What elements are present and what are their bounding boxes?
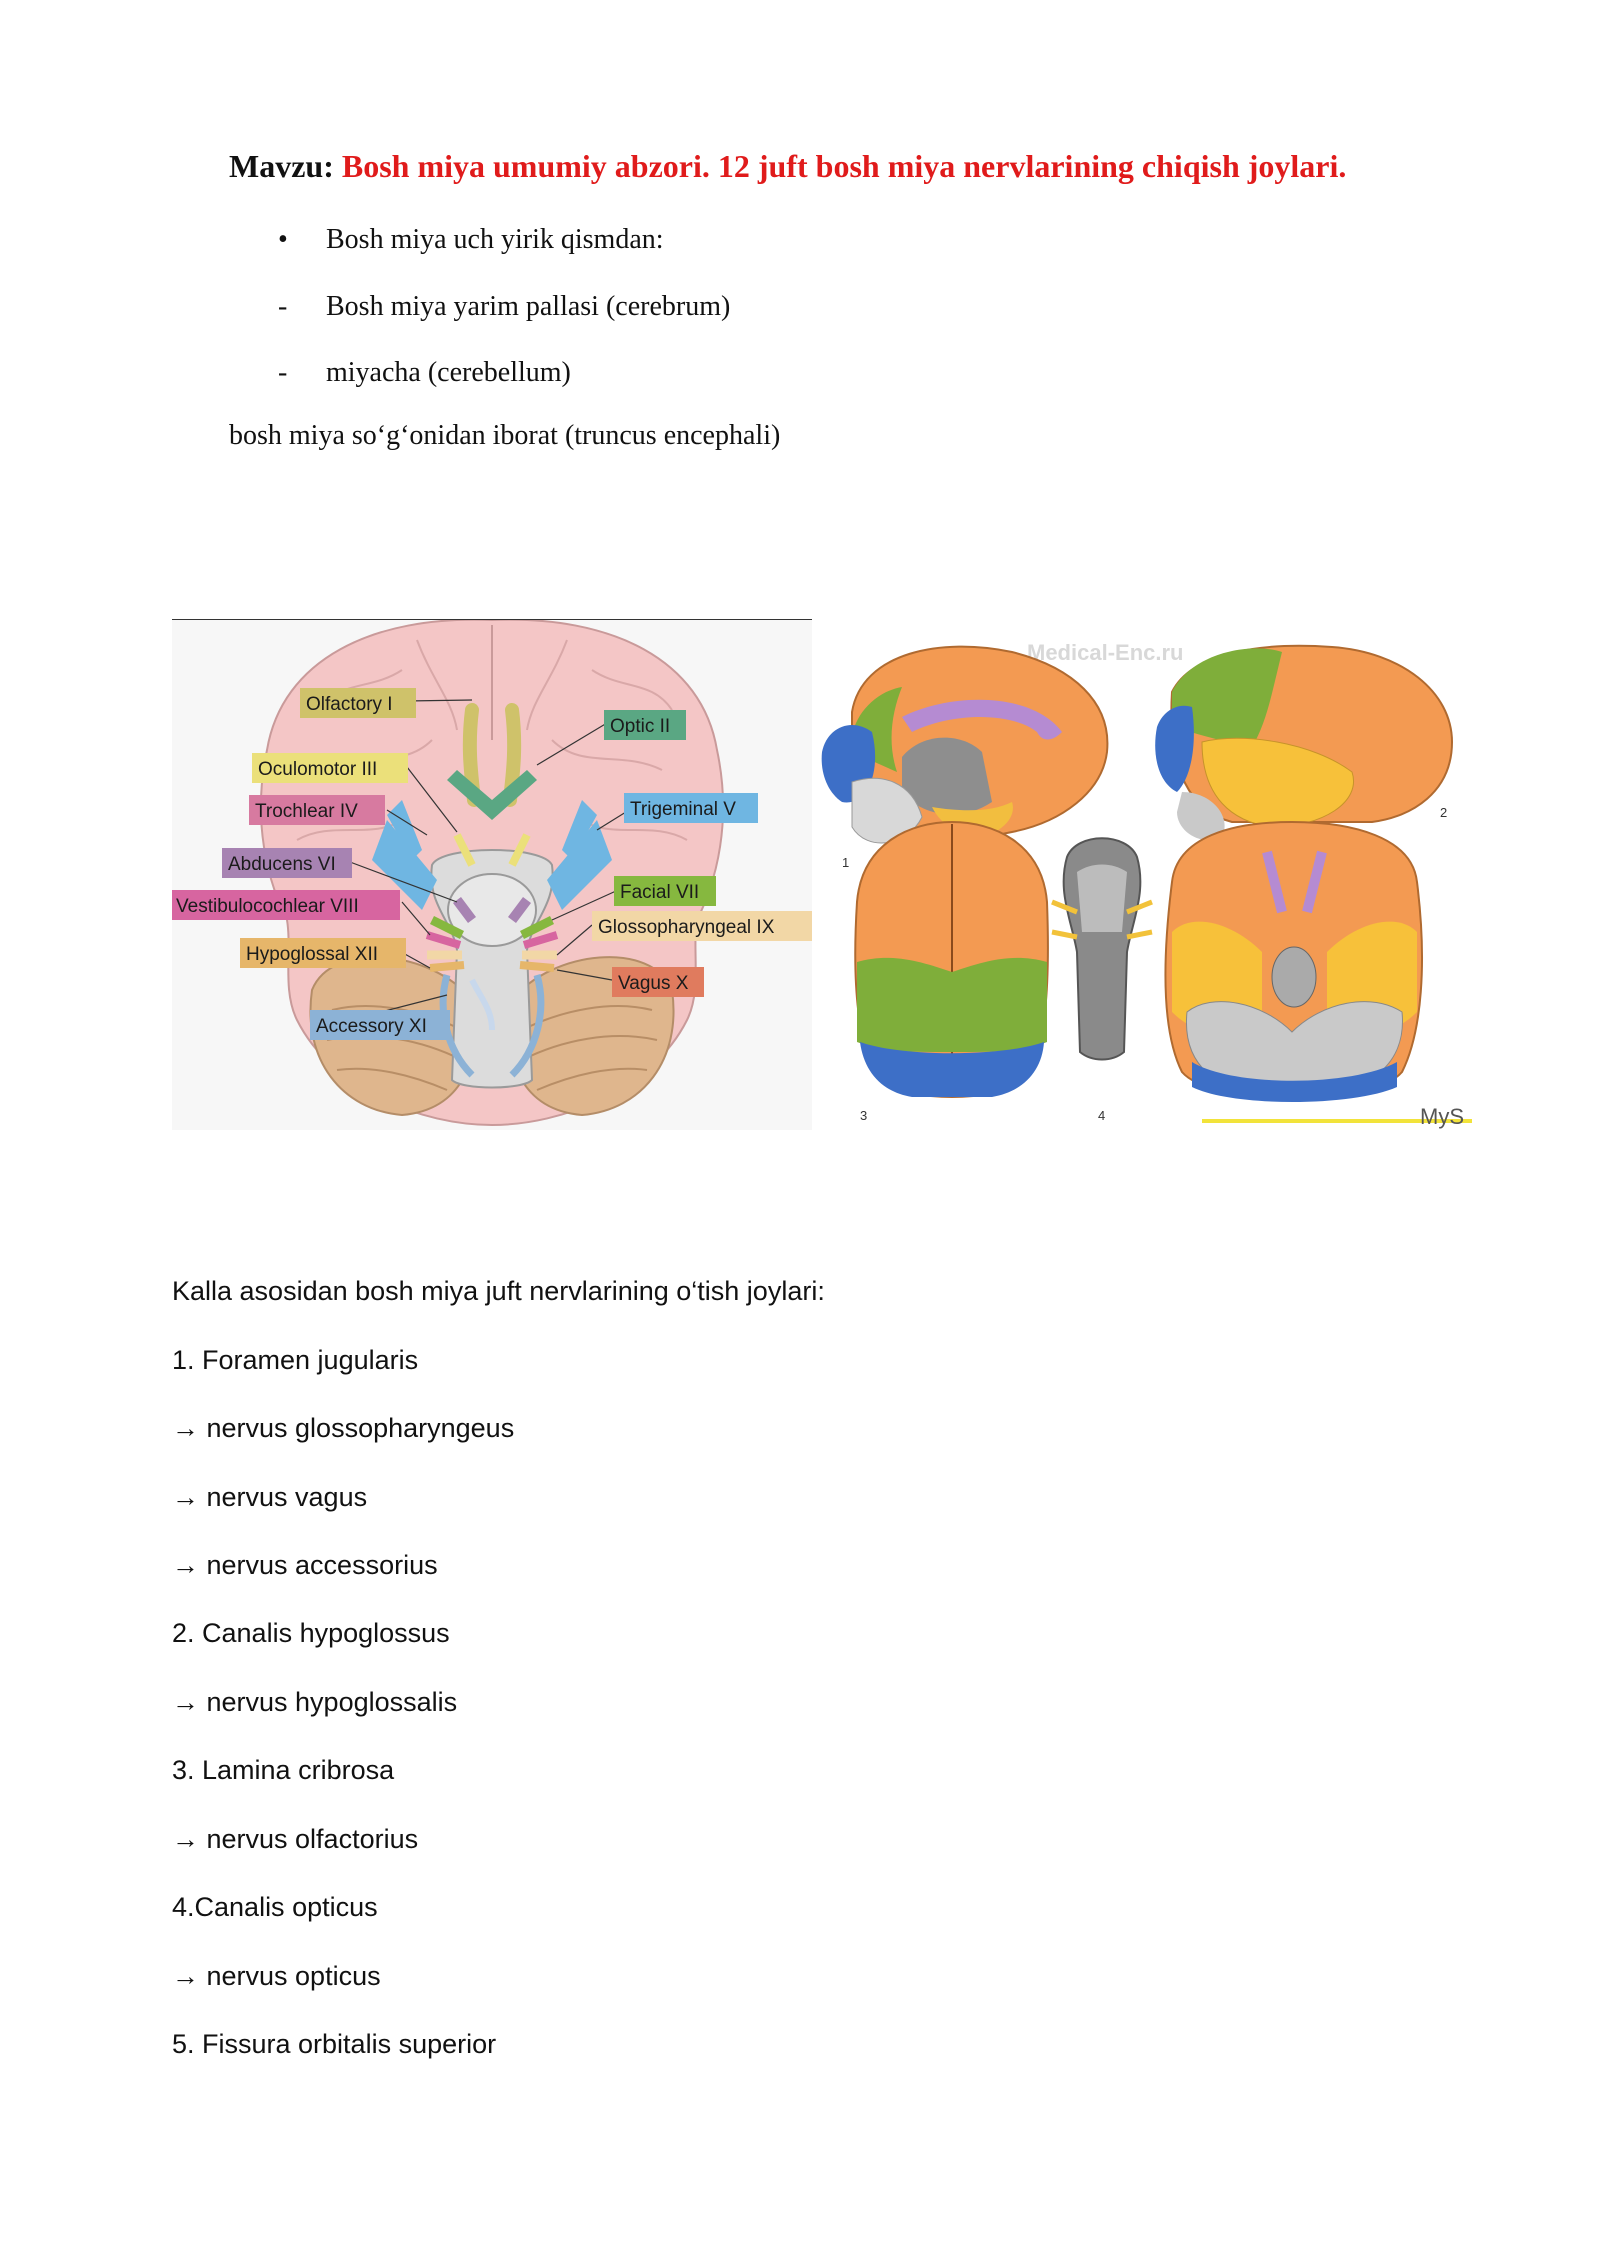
page-title: Mavzu: Bosh miya umumiy abzori. 12 juft … <box>229 148 1346 185</box>
label-oculomotor: Oculomotor III <box>258 759 377 780</box>
label-facial: Facial VII <box>620 882 699 903</box>
list-heading: Kalla asosidan bosh miya juft nervlarini… <box>172 1276 825 1306</box>
label-trochlear: Trochlear IV <box>255 801 358 822</box>
title-label: Mavzu: <box>229 148 334 184</box>
label-glossopharyngeal: Glossopharyngeal IX <box>598 917 775 938</box>
dash-text: miyacha (cerebellum) <box>326 357 571 388</box>
panel-number: 1 <box>842 855 849 870</box>
list-item: → nervus accessorius <box>172 1550 438 1580</box>
lateral-view: 2 <box>1155 644 1454 841</box>
dash-text: Bosh miya yarim pallasi (cerebrum) <box>326 291 731 322</box>
bullet-mark: • <box>278 224 288 255</box>
corner-mark: MyS <box>1420 1104 1464 1129</box>
bullet-text: Bosh miya uch yirik qismdan: <box>326 224 664 255</box>
list-item: → nervus olfactorius <box>172 1824 419 1854</box>
list-item: 3. Lamina cribrosa <box>172 1755 395 1785</box>
superior-view: 3 <box>854 820 1049 1123</box>
label-vagus: Vagus X <box>618 973 689 994</box>
list-item: → nervus glossopharyngeus <box>172 1413 515 1443</box>
basal-view <box>1164 820 1423 1102</box>
list-item: 4.Canalis opticus <box>172 1892 378 1922</box>
brainstem-view: 4 <box>1051 837 1153 1123</box>
cranial-nerves-figure: Olfactory I Optic II Oculomotor III Troc… <box>172 620 812 1130</box>
label-hypoglossal: Hypoglossal XII <box>246 944 378 965</box>
title-topic: Bosh miya umumiy abzori. 12 juft bosh mi… <box>341 148 1347 184</box>
intro-closing: bosh miya so‘g‘onidan iborat (truncus en… <box>229 420 781 451</box>
list-item: → nervus vagus <box>172 1482 368 1512</box>
list-item: 5. Fissura orbitalis superior <box>172 2029 497 2059</box>
label-vestibulocochlear: Vestibulocochlear VIII <box>176 896 359 917</box>
label-accessory: Accessory XI <box>316 1016 427 1037</box>
list-item: → nervus opticus <box>172 1961 381 1991</box>
nerve-labels: Olfactory I Optic II Oculomotor III Troc… <box>172 688 812 1040</box>
dash-mark: - <box>278 291 288 322</box>
watermark-text: Medical-Enc.ru <box>1027 640 1183 665</box>
label-olfactory: Olfactory I <box>306 694 393 715</box>
label-abducens: Abducens VI <box>228 854 336 875</box>
brain-lobes-figure: Medical-Enc.ru 1 2 <box>812 632 1472 1130</box>
list-item: 1. Foramen jugularis <box>172 1345 419 1375</box>
dash-mark: - <box>278 357 288 388</box>
panel-number: 4 <box>1098 1108 1105 1123</box>
panel-number: 2 <box>1440 805 1447 820</box>
list-item: 2. Canalis hypoglossus <box>172 1618 450 1648</box>
label-trigeminal: Trigeminal V <box>630 799 736 820</box>
panel-number: 3 <box>860 1108 867 1123</box>
list-item: → nervus hypoglossalis <box>172 1687 458 1717</box>
label-optic: Optic II <box>610 716 670 737</box>
